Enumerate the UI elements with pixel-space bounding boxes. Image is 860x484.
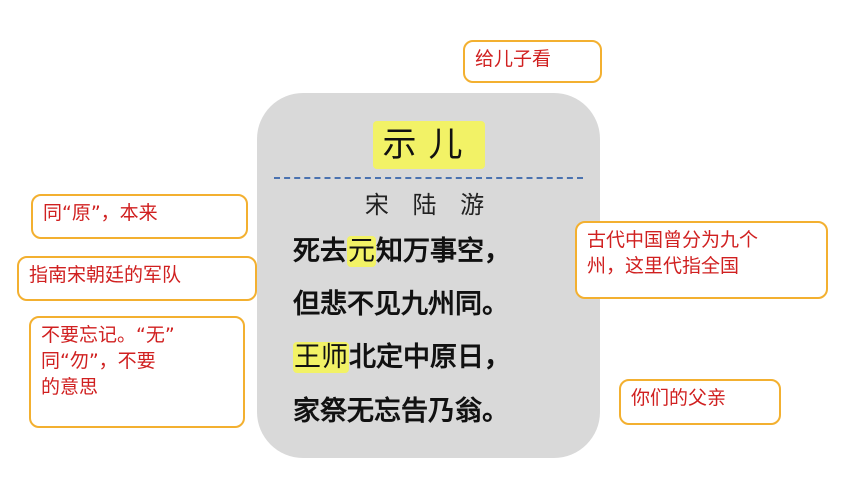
note-jiuzhou: 古代中国曾分为九个 州，这里代指全国 bbox=[575, 221, 828, 299]
poem-line-1-end: 知万事空， bbox=[376, 236, 511, 267]
poem-line-1: 死去元知万事空， bbox=[293, 233, 511, 271]
note-yuan: 同“原”，本来 bbox=[31, 194, 248, 239]
note-title-meaning: 给儿子看 bbox=[463, 40, 602, 83]
note-wangshi: 指南宋朝廷的军队 bbox=[17, 256, 257, 301]
poem-title-char-2: 儿 bbox=[428, 125, 475, 165]
highlight-wangshi: 王师 bbox=[293, 342, 349, 373]
poem-line-3: 王师北定中原日， bbox=[293, 339, 511, 377]
poem-author: 宋 陆 游 bbox=[364, 191, 493, 219]
note-naiweng: 你们的父亲 bbox=[619, 379, 781, 425]
poem-card: 示儿 宋 陆 游 死去元知万事空， 但悲不见九州同。 王师北定中原日， 家祭无忘… bbox=[257, 93, 600, 458]
note-wuwang: 不要忘记。“无” 同“勿”，不要 的意思 bbox=[29, 316, 245, 428]
poem-line-1-start: 死去 bbox=[293, 236, 347, 267]
poem-title-wrap: 示儿 bbox=[257, 121, 600, 169]
poem-title: 示儿 bbox=[372, 121, 485, 169]
poem-line-4: 家祭无忘告乃翁。 bbox=[293, 396, 509, 427]
poem-title-char-1: 示 bbox=[382, 125, 429, 165]
title-divider bbox=[274, 177, 583, 179]
highlight-yuan: 元 bbox=[347, 236, 376, 267]
poem-line-3-end: 北定中原日， bbox=[349, 342, 511, 373]
poem-line-2: 但悲不见九州同。 bbox=[293, 289, 509, 320]
